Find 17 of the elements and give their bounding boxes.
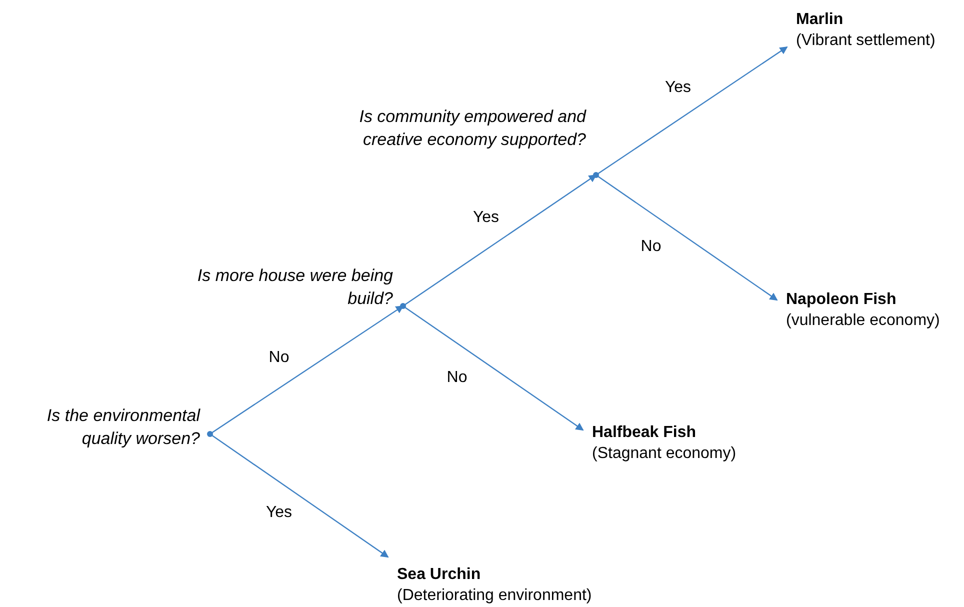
- outcome-title: Marlin: [796, 10, 844, 30]
- outcome-description: (vulnerable economy): [786, 311, 941, 331]
- outcome-title: Halfbeak Fish: [592, 423, 698, 443]
- outcome-title: Napoleon Fish: [786, 290, 898, 310]
- arrow: [210, 434, 389, 558]
- question-text: Is more house were being build?: [196, 265, 393, 310]
- arrow: [596, 174, 778, 301]
- arrow: [210, 305, 404, 434]
- outcome-title: Sea Urchin: [397, 565, 482, 585]
- arrow: [402, 174, 597, 306]
- outcome-description: (Stagnant economy): [592, 444, 738, 464]
- question-text: Is the environmental quality worsen?: [46, 405, 200, 450]
- outcome-description: (Deteriorating environment): [397, 586, 593, 606]
- arrow: [596, 46, 788, 176]
- question-text: Is community empowered and creative economy supported?: [358, 106, 586, 151]
- outcome-description: (Vibrant settlement): [796, 31, 936, 51]
- arrow: [402, 306, 584, 431]
